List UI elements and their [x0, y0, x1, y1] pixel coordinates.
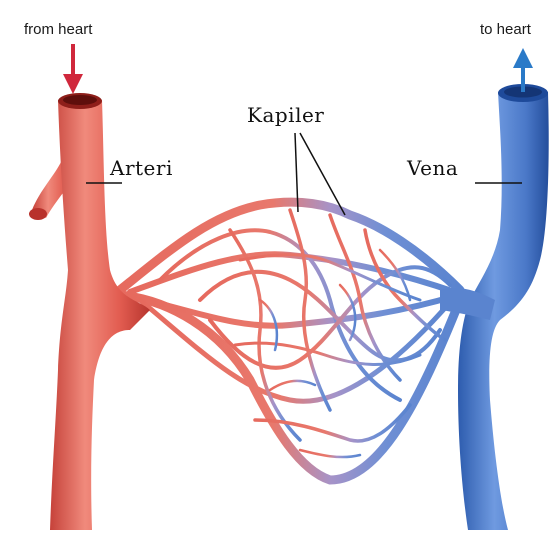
arrow-down-icon — [63, 44, 83, 94]
to-heart-label: to heart — [480, 21, 532, 38]
vein-label: Vena — [406, 156, 458, 180]
capillary-bed — [120, 202, 460, 480]
vein — [440, 84, 549, 530]
artery-label: Arteri — [109, 156, 173, 180]
capillary-label: Kapiler — [247, 103, 324, 127]
from-heart-label: from heart — [24, 21, 93, 38]
